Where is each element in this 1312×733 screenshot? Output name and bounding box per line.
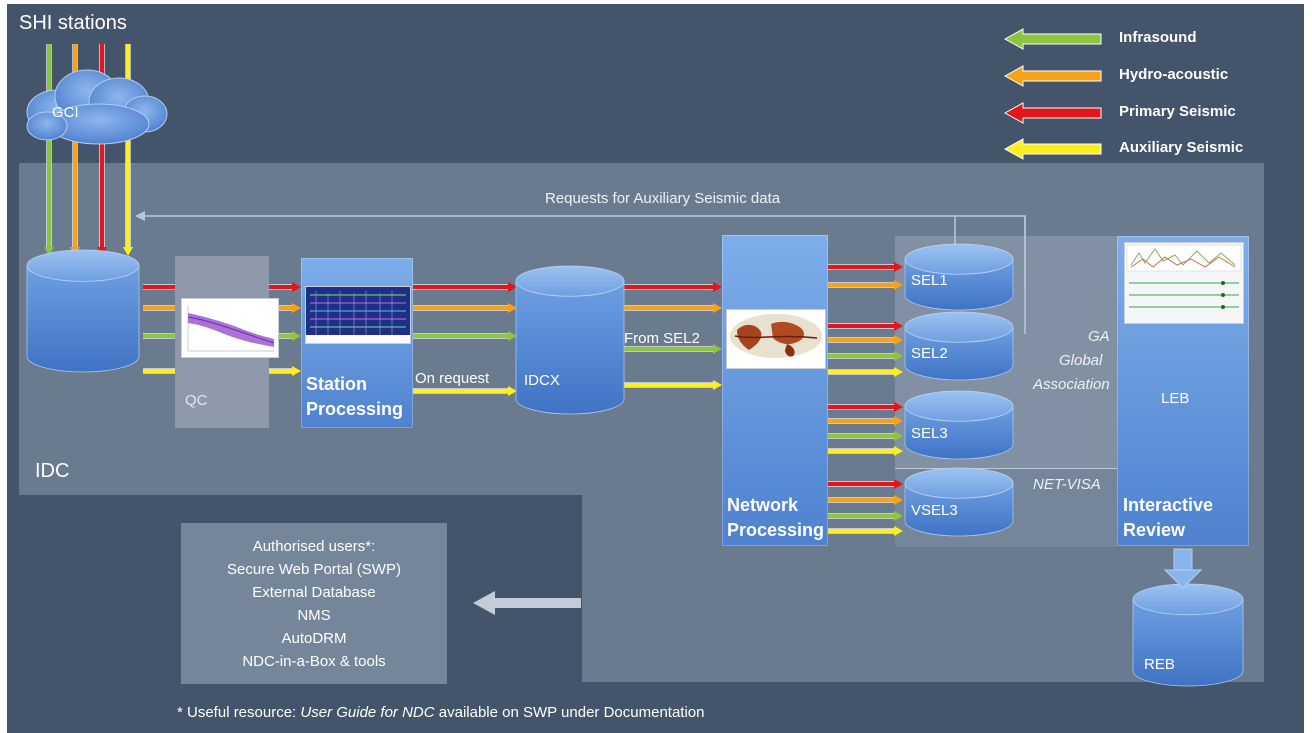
on-request-label: On request xyxy=(415,370,490,387)
sel-2-arrow-0 xyxy=(828,402,903,412)
authorised-users-line: NMS xyxy=(297,607,331,624)
legend-arrow-icon xyxy=(1003,28,1102,50)
legend-label: Auxiliary Seismic xyxy=(1119,139,1244,156)
raw-data-cylinder xyxy=(26,249,140,373)
footnote: * Useful resource: User Guide for NDC av… xyxy=(177,704,704,721)
sel-1-arrow-2 xyxy=(828,351,903,361)
authorised-users-list: Authorised users*: Secure Web Portal (SWP… xyxy=(181,535,447,673)
legend-arrow-icon xyxy=(1003,65,1102,87)
sel-1-arrow-1 xyxy=(828,335,903,345)
station-to-idcx-arrow-1 xyxy=(413,303,517,313)
ga-label: GA xyxy=(1088,328,1110,345)
qc-thumbnail xyxy=(181,298,279,358)
station-processing-thumbnail xyxy=(305,286,411,344)
sel-1-arrow-0 xyxy=(828,321,903,331)
leb-label: LEB xyxy=(1161,390,1190,407)
sel-2-arrow-3 xyxy=(828,446,903,456)
authorised-users-line: NDC-in-a-Box & tools xyxy=(242,653,386,670)
legend-arrow-icon xyxy=(1003,138,1102,160)
on-request-arrow xyxy=(413,386,517,396)
idcx-to-network-arrow-0 xyxy=(624,282,722,292)
idcx-label: IDCX xyxy=(524,372,560,389)
sel-3-arrow-1 xyxy=(828,495,903,505)
legend-item: Hydro-acoustic xyxy=(1003,65,1303,89)
legend-arrow-icon xyxy=(1003,102,1102,124)
reb-label: REB xyxy=(1144,656,1175,673)
review-traces-icon xyxy=(1125,243,1243,323)
reb-cylinder xyxy=(1132,583,1244,687)
qc-label: QC xyxy=(185,392,208,409)
network-processing-map xyxy=(726,309,826,369)
sel-3-arrow-3 xyxy=(828,526,903,536)
interactive-review-thumbnail xyxy=(1124,242,1244,324)
request-feedback-connector xyxy=(135,211,1026,334)
station-arrow-3 xyxy=(123,44,133,256)
waveform-icon xyxy=(306,287,410,343)
ga-global-label: Global xyxy=(1059,352,1103,369)
shi-stations-title: SHI stations xyxy=(19,12,127,34)
sel-0-arrow-0 xyxy=(828,262,903,272)
sel-3-arrow-0 xyxy=(828,479,903,489)
legend-label: Primary Seismic xyxy=(1119,103,1236,120)
legend-item: Primary Seismic xyxy=(1003,102,1303,126)
legend-item: Infrasound xyxy=(1003,28,1303,52)
idcx-to-network-arrow-2 xyxy=(624,344,722,354)
footnote-prefix: * Useful resource: xyxy=(177,704,301,721)
legend-label: Hydro-acoustic xyxy=(1119,66,1229,83)
sel2-cylinder xyxy=(904,311,1014,381)
network-processing-label: Network Processing xyxy=(727,495,825,540)
bulletin-label-sel1: SEL1 xyxy=(911,272,948,289)
authorised-users-line: External Database xyxy=(252,584,376,601)
idc-label: IDC xyxy=(35,460,70,482)
gci-label: GCI xyxy=(52,104,79,121)
from-sel2-label: From SEL2 xyxy=(624,330,700,347)
sel3-cylinder xyxy=(904,390,1014,460)
qc-plot-icon xyxy=(182,299,278,357)
footnote-italic: User Guide for NDC xyxy=(300,704,435,721)
idcx-to-network-arrow-3 xyxy=(624,380,722,390)
sel1-cylinder xyxy=(904,243,1014,311)
output-arrow xyxy=(473,591,581,615)
bulletin-label-sel2: SEL2 xyxy=(911,345,948,362)
station-processing-label: Station Processing xyxy=(306,374,404,419)
interactive-review-label: Interactive Review xyxy=(1123,495,1214,540)
net-visa-label: NET-VISA xyxy=(1033,476,1101,493)
sel-0-arrow-1 xyxy=(828,280,903,290)
idcx-cylinder xyxy=(515,265,625,415)
idcx-to-network-arrow-1 xyxy=(624,303,722,313)
sel-2-arrow-2 xyxy=(828,431,903,441)
sel-2-arrow-1 xyxy=(828,416,903,426)
world-map-icon xyxy=(727,310,825,368)
review-to-reb-arrow xyxy=(1163,548,1203,589)
station-arrow-0 xyxy=(44,44,54,256)
ga-association-label: Association xyxy=(1033,376,1110,393)
network-processing-box xyxy=(722,235,828,546)
sel-1-arrow-3 xyxy=(828,367,903,377)
gci-cloud xyxy=(26,69,168,145)
authorised-users-line: AutoDRM xyxy=(281,630,347,647)
authorised-users-line: Secure Web Portal (SWP) xyxy=(227,561,401,578)
bulletin-label-sel3: SEL3 xyxy=(911,425,948,442)
sel-3-arrow-2 xyxy=(828,511,903,521)
requests-label: Requests for Auxiliary Seismic data xyxy=(545,190,781,207)
footnote-suffix: available on SWP under Documentation xyxy=(434,704,705,721)
bulletin-label-vsel3: VSEL3 xyxy=(911,502,958,519)
authorised-users-line: Authorised users*: xyxy=(252,538,376,555)
vsel3-cylinder xyxy=(904,467,1014,537)
legend-item: Auxiliary Seismic xyxy=(1003,138,1303,162)
legend-label: Infrasound xyxy=(1119,29,1197,46)
station-to-idcx-arrow-2 xyxy=(413,331,517,341)
authorised-users-box: Authorised users*: Secure Web Portal (SWP… xyxy=(181,523,447,684)
station-to-idcx-arrow-0 xyxy=(413,282,517,292)
